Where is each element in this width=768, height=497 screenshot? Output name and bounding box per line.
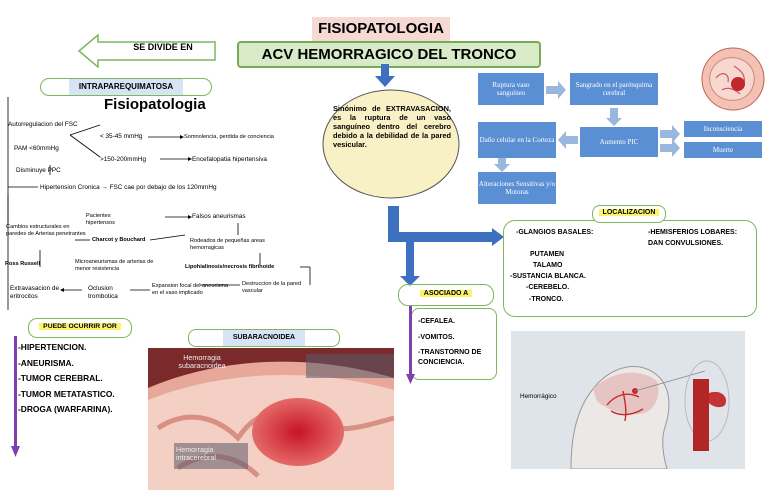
ross-russell-text: Ross Russell bbox=[5, 261, 41, 267]
img-label-subaracnoidea: Hemorragia subaracnoidea bbox=[178, 353, 226, 370]
falsos-aneurismas-text: Falsos aneurismas bbox=[192, 213, 246, 220]
img-label-hemorragico: Hemorrágico bbox=[520, 393, 557, 400]
expansion-text: Expansion focal del aneurisma en el vaso… bbox=[152, 283, 229, 296]
down-arrow-icon bbox=[375, 64, 395, 87]
flow-dano-celular: Daño celular en la Corteza bbox=[478, 122, 556, 158]
flow-ruptura: Ruptura vaso sanguíneo bbox=[478, 73, 544, 105]
localizacion-item: -TRONCO. bbox=[529, 296, 564, 303]
destruccion-text: Destruccion de la pared vascular bbox=[242, 281, 302, 294]
localizacion-item: TALAMO bbox=[533, 262, 563, 269]
oclusion-text: Oclusion trombotica bbox=[88, 285, 118, 300]
asociado-list: -CEFALEA. -VOMITOS. -TRANSTORNO DE CONCI… bbox=[418, 316, 494, 368]
page-title: FISIOPATOLOGIA bbox=[312, 17, 450, 41]
flow-sangrado: Sangrado en el parénquima cerebral bbox=[570, 73, 658, 105]
localizacion-item: -CEREBELO. bbox=[526, 284, 570, 291]
puede-ocurrir-label: PUEDE OCURRIR POR bbox=[28, 318, 132, 338]
localizacion-item: -HEMISFERIOS LOBARES: bbox=[648, 229, 738, 236]
localizacion-label: LOCALIZACION bbox=[592, 205, 666, 223]
microaneurismas-text: Microaneurismas de arterias de menor res… bbox=[75, 259, 154, 272]
head-vessel-illustration bbox=[511, 331, 745, 469]
flow-alteraciones: Alteraciones Sensitivas y/o Motoras bbox=[478, 172, 556, 204]
subaracnoidea-label: SUBARACNOIDEA bbox=[188, 329, 340, 347]
flow-inconsciencia: Inconsciencia bbox=[684, 121, 762, 137]
purple-arrow-icon bbox=[406, 306, 415, 384]
asociado-item: -VOMITOS. bbox=[418, 334, 455, 341]
cause-item: -ANEURISMA. bbox=[18, 357, 74, 368]
localizacion-item: DAN CONVULSIONES. bbox=[648, 240, 724, 247]
asociado-label: ASOCIADO A bbox=[398, 284, 494, 306]
brain-illustration bbox=[701, 47, 765, 111]
fisiopatologia-heading: Fisiopatologia bbox=[104, 96, 206, 113]
purple-arrow-icon bbox=[11, 336, 20, 457]
cause-item: -TUMOR METATASTICO. bbox=[18, 388, 115, 399]
extravasacion-text: Extravasacion de eritrocitos bbox=[10, 285, 60, 300]
main-title: ACV HEMORRAGICO DEL TRONCO bbox=[237, 41, 541, 68]
intraparenquimatosa-label: INTRAPAREQUIMATOSA bbox=[40, 78, 212, 96]
range-high-result: Encefalopatia hipertensiva bbox=[192, 156, 267, 163]
pacientes-text: Pacientes hipertensos bbox=[86, 213, 115, 226]
left-arrow-icon bbox=[78, 34, 216, 68]
asociado-item: -TRANSTORNO DE CONCIENCIA. bbox=[418, 349, 482, 366]
hipertension-cronica-text: Hipertension Cronica → FSC cae por debaj… bbox=[40, 184, 217, 191]
localizacion-item: -SUSTANCIA BLANCA. bbox=[510, 273, 586, 280]
blue-connector-arrows bbox=[388, 206, 504, 286]
pam-text: PAM <60mmHg bbox=[14, 145, 59, 152]
cause-item: -DROGA (WARFARINA). bbox=[18, 404, 113, 414]
sinonimo-text: Sinónimo de EXTRAVASACION, es la ruptura… bbox=[333, 104, 451, 149]
img-label-intracerebral: Hemorragia intracerebral bbox=[176, 445, 216, 462]
puede-ocurrir-list: -HIPERTENCION. -ANEURISMA. -TUMOR CEREBR… bbox=[18, 340, 115, 418]
range-low-text: < 35-45 mmHg bbox=[100, 133, 143, 140]
flow-muerte: Muerte bbox=[684, 142, 762, 158]
charcot-text: Charcot y Bouchard bbox=[92, 237, 146, 243]
localizacion-item: -GLANGIOS BASALES: bbox=[516, 229, 594, 236]
autorregulacion-text: Autorregulacion del FSC bbox=[8, 121, 78, 128]
rodeados-text: Rodeados de pequeñas areas hemorragicas bbox=[190, 238, 265, 251]
flow-connectors bbox=[494, 81, 680, 172]
disminuye-ppc-text: Disminuye PPC bbox=[16, 167, 61, 174]
subaracnoidea-illustration bbox=[148, 348, 394, 490]
sinonimo-ellipse bbox=[322, 89, 460, 199]
cause-item: -HIPERTENCION. bbox=[18, 342, 87, 352]
flow-aumento-pic: Aumento PIC bbox=[580, 127, 658, 157]
lipohialinosis-text: Lipohialinosis/necrosis fibrinoide bbox=[185, 264, 275, 270]
divide-label: SE DIVIDE EN bbox=[133, 42, 193, 52]
asociado-item: -CEFALEA. bbox=[418, 318, 455, 325]
range-high-text: >150-200mmHg bbox=[100, 156, 147, 163]
cause-item: -TUMOR CEREBRAL. bbox=[18, 373, 103, 383]
localizacion-item: PUTAMEN bbox=[530, 251, 565, 258]
fisiopatologia-connectors bbox=[7, 97, 311, 310]
cambios-text: Cambios estructurales en paredes de Arte… bbox=[6, 224, 86, 237]
range-low-result: Somnolencia, perdida de conciencia bbox=[184, 134, 274, 140]
